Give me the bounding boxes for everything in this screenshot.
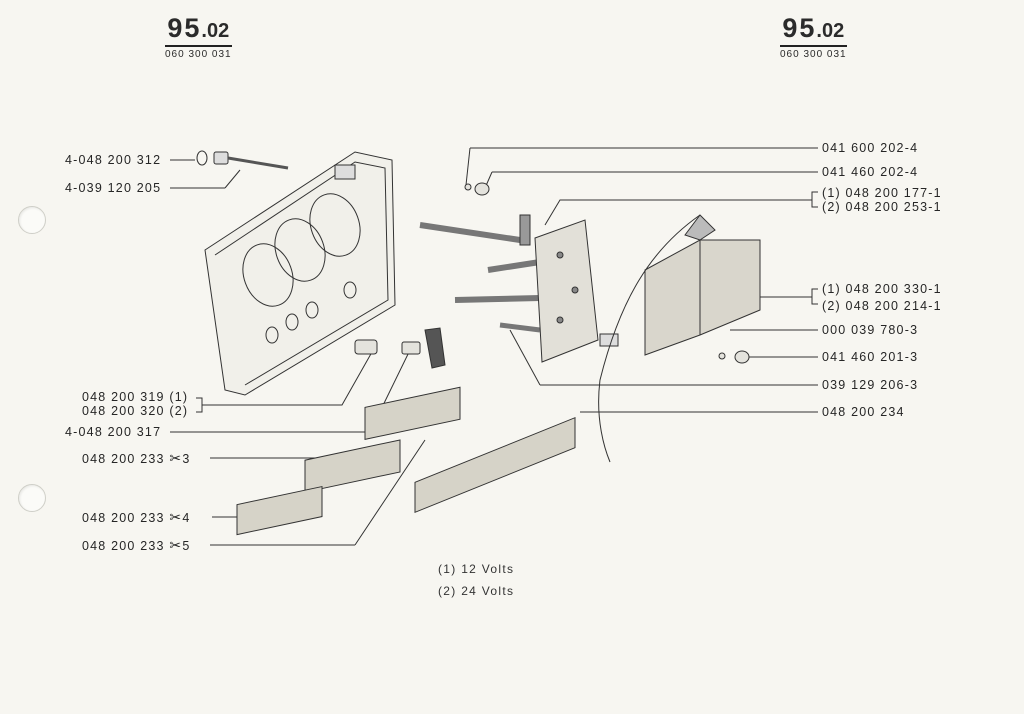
leader-line — [196, 351, 373, 413]
part-number-label: 048 200 233 ✂5 — [82, 537, 191, 553]
punch-hole-top — [18, 206, 46, 234]
washer-screw-group — [196, 150, 289, 170]
terminal-strip — [236, 386, 461, 536]
page-number: 95.02 — [780, 14, 847, 47]
punch-hole-bottom — [18, 484, 46, 512]
part-number-label: (2) 048 200 253-1 — [822, 200, 942, 214]
bulb-holder — [354, 327, 446, 369]
scissors-icon: ✂ — [169, 450, 183, 466]
part-number-label: 041 460 202-4 — [822, 165, 919, 179]
leader-line — [544, 191, 818, 226]
scissors-icon: ✂ — [169, 509, 183, 525]
part-number-label: 000 039 780-3 — [822, 323, 919, 337]
voltage-legend: (1) 12 Volts (2) 24 Volts — [438, 562, 514, 598]
part-number-label: (2) 048 200 214-1 — [822, 299, 942, 313]
scissors-icon: ✂ — [169, 537, 183, 553]
leader-line — [509, 329, 541, 386]
part-number-label: 048 200 319 (1) — [82, 390, 189, 404]
part-number-label: (1) 048 200 177-1 — [822, 186, 942, 200]
part-number-label: (1) 048 200 330-1 — [822, 282, 942, 296]
leader-line — [224, 169, 241, 189]
instrument-housing — [204, 151, 396, 396]
part-number-label: 4-048 200 317 — [65, 425, 162, 439]
flasher-relay — [598, 214, 761, 463]
part-number-label: 048 200 233 ✂3 — [82, 450, 191, 466]
legend-item: (2) 24 Volts — [438, 584, 515, 598]
leader-line — [354, 439, 426, 546]
mounting-plate — [419, 214, 619, 363]
nuts-washers — [464, 182, 750, 364]
long-terminal-strip — [414, 416, 576, 514]
part-number-label: 048 200 233 ✂4 — [82, 509, 191, 525]
part-number-label: 041 460 201-3 — [822, 350, 919, 364]
part-number-label: 048 200 320 (2) — [82, 404, 189, 418]
page-number: 95.02 — [165, 14, 232, 47]
part-number-label: 041 600 202-4 — [822, 141, 919, 155]
page-header-left: 95.02 060 300 031 — [165, 14, 232, 60]
legend-item: (1) 12 Volts — [438, 562, 515, 576]
part-number-label: 039 129 206-3 — [822, 378, 919, 392]
catalog-code: 060 300 031 — [780, 49, 847, 60]
catalog-code: 060 300 031 — [165, 49, 232, 60]
part-number-label: 4-048 200 312 — [65, 153, 162, 167]
part-number-label: 4-039 120 205 — [65, 181, 162, 195]
leader-line — [755, 288, 818, 305]
leader-line — [465, 147, 471, 186]
part-number-label: 048 200 234 — [822, 405, 905, 419]
page-header-right: 95.02 060 300 031 — [780, 14, 847, 60]
